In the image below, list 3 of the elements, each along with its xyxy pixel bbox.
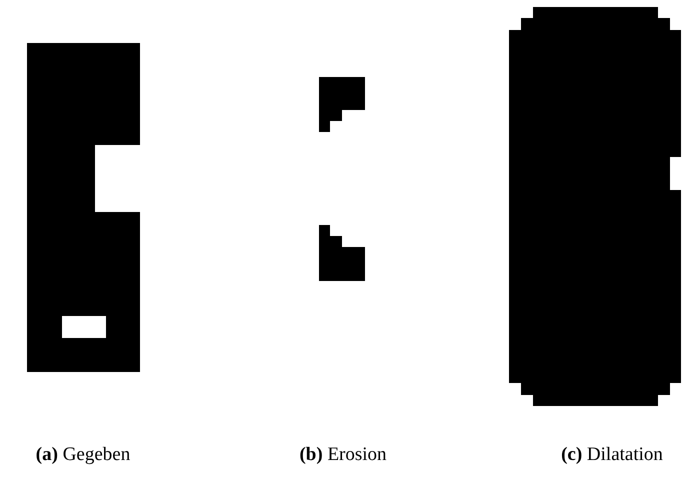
caption: (a) Gegeben — [36, 444, 130, 466]
caption: (c) Dilatation — [561, 444, 663, 466]
caption: (b) Erosion — [299, 444, 387, 466]
